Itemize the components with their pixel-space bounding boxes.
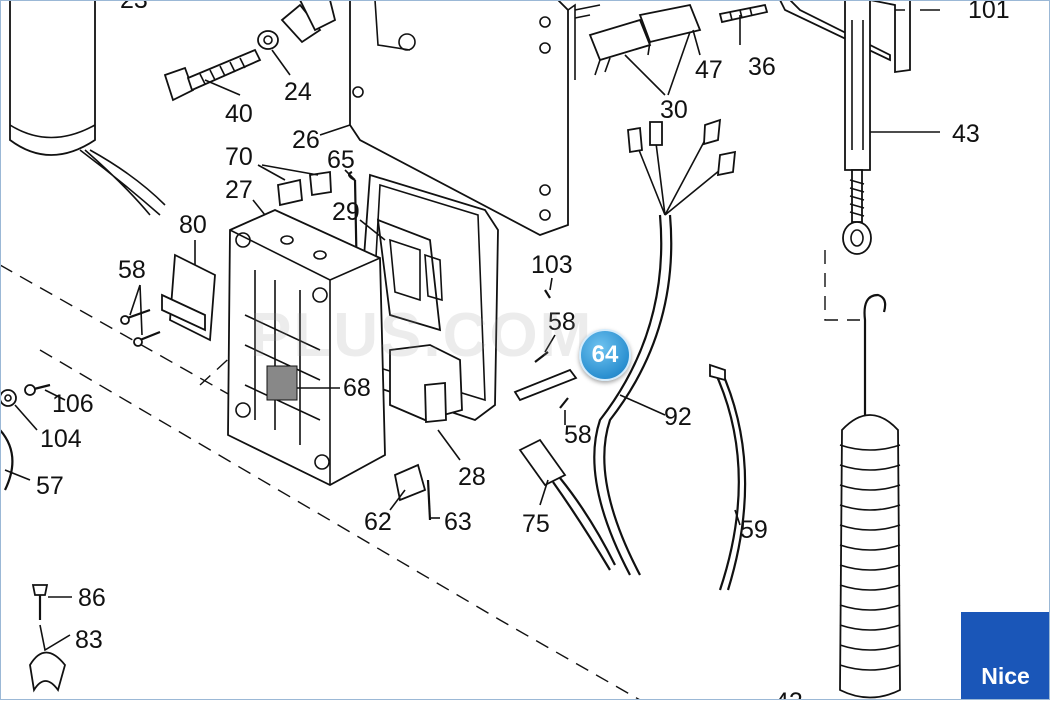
- part-label-28: 28: [458, 463, 486, 491]
- part-label-92: 92: [664, 403, 692, 431]
- tension-spring-part: [839, 293, 901, 699]
- part-label-47: 47: [695, 56, 723, 84]
- part-label-58-mid: 58: [548, 308, 576, 336]
- dashed-guide-line: [199, 329, 261, 386]
- capacitor-part: [9, 0, 166, 216]
- part-label-106: 106: [52, 390, 94, 418]
- dashed-guide-line: [824, 250, 860, 321]
- circuit-board-part: [376, 218, 443, 332]
- part-label-65: 65: [327, 146, 355, 174]
- part-label-103: 103: [531, 251, 573, 279]
- part-label-26: 26: [292, 126, 320, 154]
- wire-part: [709, 363, 747, 591]
- grommet-part: [277, 170, 332, 207]
- part-label-63: 63: [444, 508, 472, 536]
- part-label-58-right: 58: [564, 421, 592, 449]
- bracket-80-part: [161, 253, 216, 342]
- nut-part: [257, 30, 279, 50]
- part-label-30: 30: [660, 96, 688, 124]
- dashed-guide-line: [39, 349, 641, 701]
- part-label-27: 27: [225, 176, 253, 204]
- cable-harness-part: [593, 118, 737, 576]
- spring-connector-part: [280, 0, 337, 44]
- watermark-text: PLUS.COM: [250, 301, 594, 370]
- pin-63-part: [426, 479, 432, 521]
- part-label-80: 80: [179, 211, 207, 239]
- part-label-70: 70: [225, 143, 253, 171]
- screw-washer-part: [0, 383, 51, 407]
- part-label-101: 101: [968, 0, 1010, 24]
- clip-part: [0, 429, 14, 491]
- bolt-part: [163, 48, 262, 102]
- clip-62-part: [393, 463, 427, 502]
- part-label-24: 24: [284, 78, 312, 106]
- highlighted-part-badge[interactable]: 64: [579, 329, 631, 381]
- microswitch-part: [574, 3, 702, 76]
- dashed-guide-line: [0, 264, 231, 396]
- screw-86-part: [31, 584, 49, 620]
- part-number-labels: 23 101 24 40 47 36 30 26 43 70 65 27 29 …: [36, 0, 1010, 705]
- part-label-57: 57: [36, 472, 64, 500]
- mounting-plate-part: [349, 0, 576, 236]
- part-label-29: 29: [332, 198, 360, 226]
- long-screw-part: [513, 368, 578, 402]
- part-label-36: 36: [748, 53, 776, 81]
- part-label-86: 86: [78, 584, 106, 612]
- clamp-83-part: [29, 651, 66, 693]
- small-screw-part: [120, 289, 569, 409]
- plug-connector-part: [518, 438, 616, 571]
- part-label-23: 23: [120, 0, 148, 14]
- part-label-42: 42: [775, 688, 803, 700]
- leader-lines: [4, 9, 940, 652]
- part-label-40: 40: [225, 100, 253, 128]
- part-label-104: 104: [40, 425, 82, 453]
- brand-logo: Nice: [961, 612, 1050, 700]
- part-label-68: 68: [343, 374, 371, 402]
- part-label-43: 43: [952, 120, 980, 148]
- turnbuckle-part: [842, 0, 872, 255]
- part-label-62: 62: [364, 508, 392, 536]
- part-label-75: 75: [522, 510, 550, 538]
- screw-part: [718, 3, 769, 24]
- transformer-part: [389, 344, 463, 423]
- control-box-housing-part: [227, 209, 386, 487]
- part-label-83: 83: [75, 626, 103, 654]
- part-label-59: 59: [740, 516, 768, 544]
- part-label-58-left: 58: [118, 256, 146, 284]
